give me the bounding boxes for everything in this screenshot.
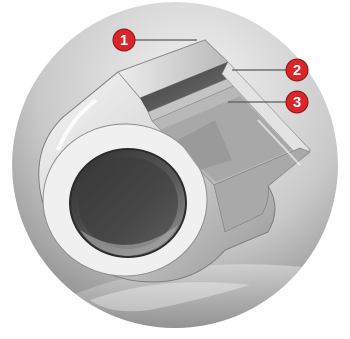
callout-2-number: 2 [293, 62, 301, 79]
backdrop [12, 2, 338, 334]
callout-3: 3 [286, 91, 308, 113]
callout-2: 2 [286, 59, 308, 81]
callout-3-number: 3 [293, 94, 301, 111]
callout-1: 1 [113, 29, 135, 51]
callout-1-number: 1 [120, 32, 128, 49]
